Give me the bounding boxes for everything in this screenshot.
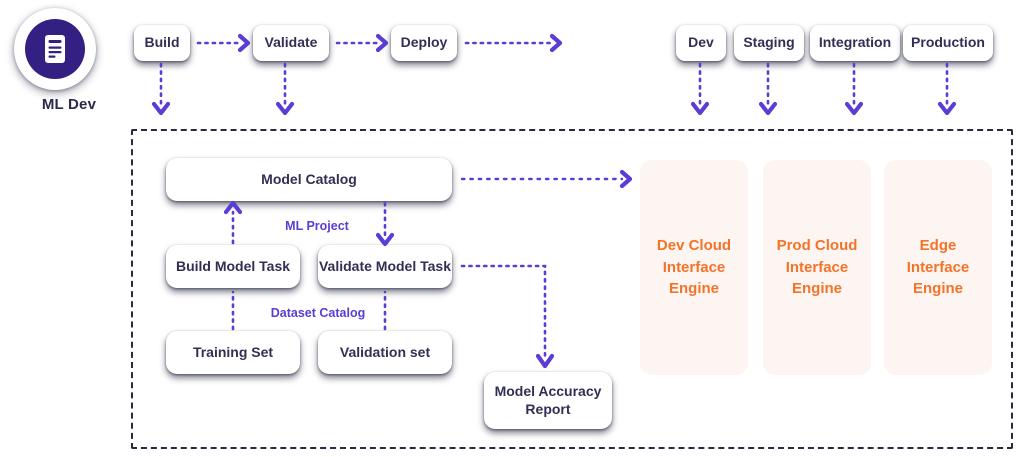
arrow-build-to-validate <box>196 33 251 53</box>
arrow-deploy-to-environments <box>464 33 563 53</box>
node-validation-set[interactable]: Validation set <box>318 331 452 374</box>
ml-dev-label: ML Dev <box>41 96 97 113</box>
edge-interface-engine[interactable]: Edge Interface Engine <box>884 160 992 375</box>
arrow-build-down <box>151 62 171 116</box>
node-model-catalog[interactable]: Model Catalog <box>166 158 452 201</box>
environment-integration[interactable]: Integration <box>810 25 900 61</box>
node-model-accuracy-report[interactable]: Model Accuracy Report <box>484 372 612 429</box>
environment-staging[interactable]: Staging <box>734 25 804 61</box>
ml-project-label: ML Project <box>285 219 349 233</box>
arrow-validate-to-deploy <box>335 33 389 53</box>
stage-validate[interactable]: Validate <box>253 25 329 61</box>
environment-production[interactable]: Production <box>903 25 993 61</box>
arrow-production-down <box>937 62 957 116</box>
ml-platform-container <box>131 129 1013 449</box>
prod-cloud-interface-engine[interactable]: Prod Cloud Interface Engine <box>763 160 871 375</box>
environment-dev[interactable]: Dev <box>676 25 726 61</box>
node-build-model-task[interactable]: Build Model Task <box>166 245 300 288</box>
stage-build[interactable]: Build <box>134 25 190 61</box>
dev-cloud-interface-engine[interactable]: Dev Cloud Interface Engine <box>640 160 748 375</box>
node-training-set[interactable]: Training Set <box>166 331 300 374</box>
arrow-dev-down <box>690 62 710 116</box>
server-document-icon <box>45 35 65 63</box>
arrow-integration-down <box>844 62 864 116</box>
dataset-catalog-label: Dataset Catalog <box>270 306 366 320</box>
node-validate-model-task[interactable]: Validate Model Task <box>318 245 452 288</box>
logo-inner-circle <box>25 19 85 79</box>
arrow-validate-down <box>275 62 295 116</box>
ml-dev-logo: ML Dev <box>14 8 96 113</box>
stage-deploy[interactable]: Deploy <box>391 25 457 61</box>
arrow-staging-down <box>758 62 778 116</box>
